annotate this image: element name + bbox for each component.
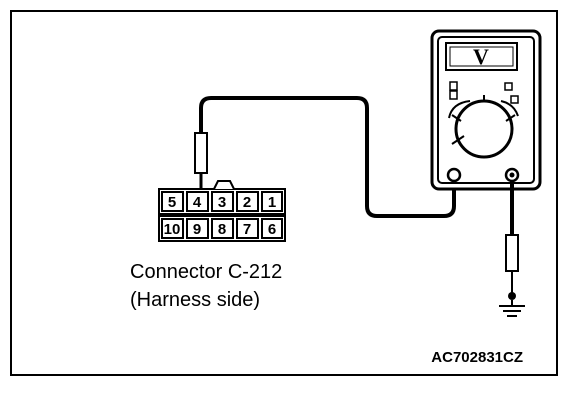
- pin-label: 8: [218, 221, 226, 238]
- connector-caption-sub: (Harness side): [130, 289, 260, 311]
- pin-label: 9: [193, 221, 201, 238]
- ground-icon: [499, 300, 525, 317]
- voltmeter: V: [430, 29, 542, 191]
- meter-switch: [510, 95, 519, 104]
- meter-switch: [449, 81, 458, 91]
- meter-dial: [454, 99, 514, 159]
- figure-frame: [10, 10, 558, 376]
- pin-label: 5: [168, 194, 176, 211]
- test-lead-wire: [199, 96, 456, 218]
- probe-pin-4: [194, 132, 208, 192]
- pin-label: 6: [268, 221, 276, 238]
- pin-label: 7: [243, 221, 251, 238]
- meter-switch: [449, 90, 458, 100]
- pin-label: 4: [193, 194, 202, 211]
- connector-caption: Connector C-212: [130, 261, 282, 283]
- meter-switch: [504, 82, 513, 91]
- connector-lock-tab: [213, 180, 235, 190]
- pin-label: 1: [268, 194, 276, 211]
- meter-display-symbol: V: [473, 44, 489, 69]
- figure-code: AC702831CZ: [431, 349, 523, 366]
- ground-probe: [505, 181, 519, 300]
- meter-com-jack: [446, 167, 462, 183]
- pin-label: 2: [243, 194, 251, 211]
- connector-c212: 5 4 3 2 1 10 9 8 7 6: [158, 180, 286, 242]
- pin-label: 3: [218, 194, 226, 211]
- pin-label: 10: [164, 221, 181, 238]
